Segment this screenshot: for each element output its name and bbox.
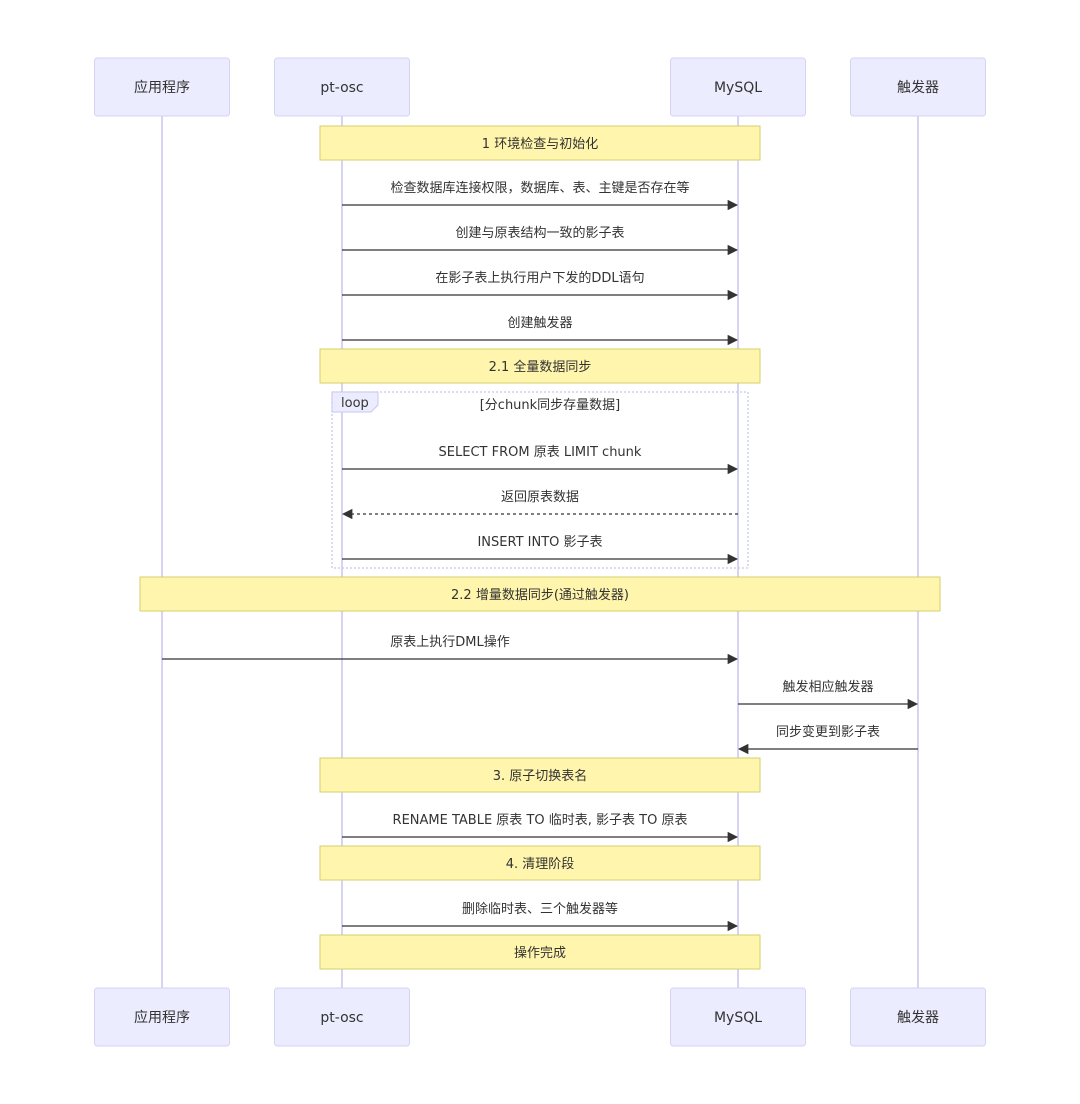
actor-mysql-top: MySQL bbox=[670, 57, 806, 117]
actor-label: pt-osc bbox=[320, 80, 363, 96]
note: 2.2 增量数据同步(通过触发器) bbox=[139, 576, 941, 612]
message: INSERT INTO 影子表 bbox=[342, 535, 739, 565]
message-label: SELECT FROM 原表 LIMIT chunk bbox=[439, 445, 642, 460]
note-box bbox=[319, 934, 761, 970]
message: 返回原表数据 bbox=[341, 490, 738, 520]
lifelines-layer bbox=[161, 116, 919, 988]
actor-label: 应用程序 bbox=[134, 79, 190, 96]
message-label: RENAME TABLE 原表 TO 临时表, 影子表 TO 原表 bbox=[393, 813, 688, 828]
message: 原表上执行DML操作 bbox=[162, 634, 739, 665]
actor-label: pt-osc bbox=[320, 1010, 363, 1026]
message: 创建触发器 bbox=[342, 315, 739, 346]
note: 2.1 全量数据同步 bbox=[319, 348, 761, 384]
actor-mysql-bottom: MySQL bbox=[670, 987, 806, 1047]
actor-pt-bottom: pt-osc bbox=[274, 987, 410, 1047]
message-label: 创建触发器 bbox=[507, 315, 572, 331]
note-text: 2.2 增量数据同步(通过触发器) bbox=[451, 587, 629, 603]
actor-box bbox=[274, 57, 410, 117]
actor-label: 触发器 bbox=[897, 1010, 939, 1026]
note-box bbox=[319, 845, 761, 881]
message-label: 原表上执行DML操作 bbox=[390, 634, 509, 650]
note-box bbox=[139, 576, 941, 612]
actor-label: 应用程序 bbox=[134, 1009, 190, 1026]
actor-box bbox=[94, 57, 230, 117]
actor-label: MySQL bbox=[714, 80, 762, 96]
message: 检查数据库连接权限，数据库、表、主键是否存在等 bbox=[342, 180, 739, 211]
message-label: 同步变更到影子表 bbox=[776, 724, 880, 740]
note-box bbox=[319, 125, 761, 161]
message: 创建与原表结构一致的影子表 bbox=[342, 225, 739, 256]
actor-box bbox=[850, 987, 986, 1047]
loop-condition: [分chunk同步存量数据] bbox=[480, 398, 621, 413]
actor-box bbox=[670, 987, 806, 1047]
actor-box bbox=[94, 987, 230, 1047]
note-text: 4. 清理阶段 bbox=[506, 857, 575, 872]
message-label: INSERT INTO 影子表 bbox=[477, 535, 602, 550]
actor-trigger-top: 触发器 bbox=[850, 57, 986, 117]
note: 4. 清理阶段 bbox=[319, 845, 761, 881]
message-label: 创建与原表结构一致的影子表 bbox=[455, 225, 624, 241]
note: 3. 原子切换表名 bbox=[319, 757, 761, 793]
message: SELECT FROM 原表 LIMIT chunk bbox=[342, 445, 739, 475]
events-layer: 1 环境检查与初始化检查数据库连接权限，数据库、表、主键是否存在等创建与原表结构… bbox=[139, 125, 941, 970]
message-label: 删除临时表、三个触发器等 bbox=[462, 901, 618, 917]
actor-box bbox=[850, 57, 986, 117]
message: 删除临时表、三个触发器等 bbox=[342, 901, 739, 932]
actor-pt-top: pt-osc bbox=[274, 57, 410, 117]
note-text: 3. 原子切换表名 bbox=[493, 768, 588, 784]
actor-app-bottom: 应用程序 bbox=[94, 987, 230, 1047]
note-text: 2.1 全量数据同步 bbox=[489, 359, 592, 375]
message-label: 在影子表上执行用户下发的DDL语句 bbox=[435, 270, 644, 286]
loop-frame: loop [分chunk同步存量数据] bbox=[331, 391, 749, 569]
actor-label: 触发器 bbox=[897, 80, 939, 96]
message: 触发相应触发器 bbox=[738, 679, 919, 710]
loop-box bbox=[331, 391, 749, 569]
note-text: 1 环境检查与初始化 bbox=[482, 137, 598, 152]
loop-tab bbox=[331, 391, 379, 413]
actor-box bbox=[670, 57, 806, 117]
actor-box bbox=[274, 987, 410, 1047]
actor-label: MySQL bbox=[714, 1010, 762, 1026]
actor-app-top: 应用程序 bbox=[94, 57, 230, 117]
note: 1 环境检查与初始化 bbox=[319, 125, 761, 161]
message: RENAME TABLE 原表 TO 临时表, 影子表 TO 原表 bbox=[342, 813, 739, 843]
message: 在影子表上执行用户下发的DDL语句 bbox=[342, 270, 739, 301]
message: 同步变更到影子表 bbox=[737, 724, 918, 755]
note: 操作完成 bbox=[319, 934, 761, 970]
note-text: 操作完成 bbox=[514, 945, 566, 961]
loop-label: loop bbox=[341, 396, 369, 411]
loop-layer: loop [分chunk同步存量数据] bbox=[331, 391, 749, 569]
note-box bbox=[319, 348, 761, 384]
message-label: 返回原表数据 bbox=[501, 490, 579, 505]
message-label: 检查数据库连接权限，数据库、表、主键是否存在等 bbox=[390, 180, 689, 196]
note-box bbox=[319, 757, 761, 793]
actor-trigger-bottom: 触发器 bbox=[850, 987, 986, 1047]
message-label: 触发相应触发器 bbox=[782, 679, 873, 695]
